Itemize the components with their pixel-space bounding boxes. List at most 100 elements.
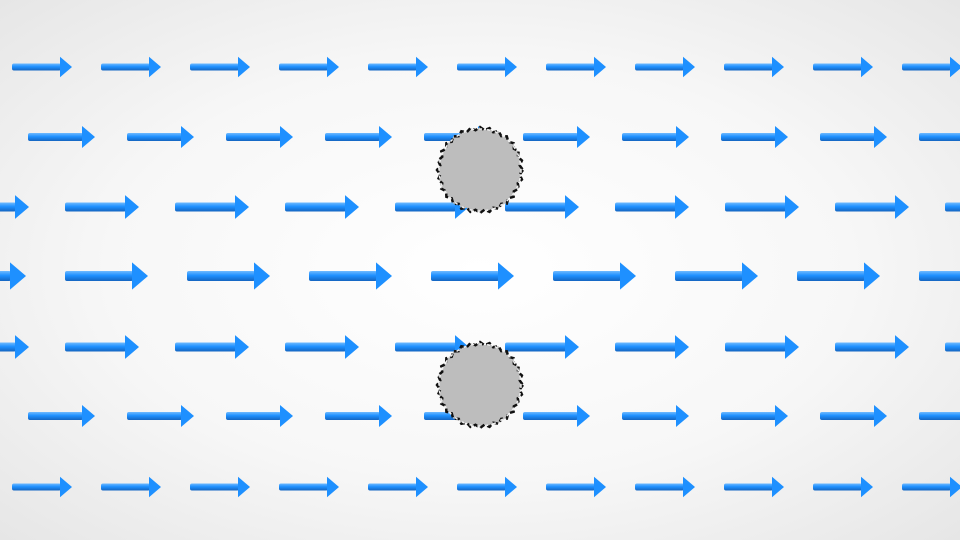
arrow-head bbox=[280, 404, 293, 428]
arrow-right-icon bbox=[797, 262, 880, 290]
arrow-head bbox=[254, 262, 270, 290]
arrow-shaft bbox=[325, 133, 380, 141]
arrow-right-icon bbox=[725, 335, 799, 359]
arrow-right-icon bbox=[622, 125, 689, 149]
arrow-shaft bbox=[635, 483, 684, 491]
arrow-head bbox=[676, 125, 689, 149]
arrow-shaft bbox=[12, 63, 61, 71]
arrow-head bbox=[235, 195, 249, 219]
arrow-shaft bbox=[187, 271, 255, 281]
particles bbox=[435, 125, 525, 430]
arrow-right-icon bbox=[28, 404, 95, 428]
arrow-right-icon bbox=[945, 342, 960, 352]
arrow-shaft bbox=[175, 202, 236, 212]
arrow-shaft bbox=[615, 202, 676, 212]
arrow-right-icon bbox=[368, 56, 428, 78]
arrow-right-icon bbox=[820, 404, 887, 428]
arrow-shaft bbox=[457, 483, 506, 491]
particle-icon bbox=[435, 125, 525, 215]
arrow-shaft bbox=[675, 271, 743, 281]
particle-edge bbox=[438, 128, 522, 212]
arrow-head bbox=[505, 56, 517, 78]
arrow-head bbox=[683, 56, 695, 78]
arrow-head bbox=[895, 195, 909, 219]
arrow-head bbox=[895, 335, 909, 359]
arrow-shaft bbox=[835, 202, 896, 212]
arrow-head bbox=[82, 404, 95, 428]
arrow-right-icon bbox=[725, 195, 799, 219]
arrow-right-icon bbox=[457, 476, 517, 498]
arrow-shaft bbox=[368, 63, 417, 71]
arrow-right-icon bbox=[127, 404, 194, 428]
arrow-right-icon bbox=[309, 262, 392, 290]
arrow-head bbox=[775, 404, 788, 428]
arrow-head bbox=[772, 476, 784, 498]
arrow-right-icon bbox=[279, 476, 339, 498]
arrow-shaft bbox=[431, 271, 499, 281]
arrow-right-icon bbox=[635, 476, 695, 498]
arrow-shaft bbox=[724, 483, 773, 491]
arrow-shaft bbox=[919, 133, 960, 141]
arrow-right-icon bbox=[457, 56, 517, 78]
arrow-right-icon bbox=[546, 56, 606, 78]
arrow-head bbox=[125, 335, 139, 359]
arrow-right-icon bbox=[546, 476, 606, 498]
arrow-shaft bbox=[309, 271, 377, 281]
arrow-right-icon bbox=[65, 335, 139, 359]
arrow-right-icon bbox=[65, 262, 148, 290]
arrow-shaft bbox=[523, 133, 578, 141]
arrow-head bbox=[864, 262, 880, 290]
arrow-head bbox=[950, 476, 960, 498]
arrow-right-icon bbox=[279, 56, 339, 78]
arrow-shaft bbox=[813, 63, 862, 71]
arrow-shaft bbox=[919, 412, 960, 420]
arrow-head bbox=[345, 195, 359, 219]
particle-core bbox=[443, 348, 517, 422]
arrow-head bbox=[772, 56, 784, 78]
arrow-right-icon bbox=[368, 476, 428, 498]
arrow-right-icon bbox=[505, 335, 579, 359]
arrow-head bbox=[60, 476, 72, 498]
arrow-head bbox=[594, 56, 606, 78]
arrow-shaft bbox=[725, 342, 786, 352]
arrow-shaft bbox=[127, 133, 182, 141]
arrow-right-icon bbox=[505, 195, 579, 219]
arrow-head bbox=[498, 262, 514, 290]
arrow-shaft bbox=[395, 342, 456, 352]
arrow-shaft bbox=[101, 483, 150, 491]
arrow-right-icon bbox=[226, 404, 293, 428]
arrow-head bbox=[565, 195, 579, 219]
particle-edge bbox=[438, 343, 522, 427]
arrow-shaft bbox=[820, 133, 875, 141]
arrow-shaft bbox=[279, 483, 328, 491]
arrow-shaft bbox=[28, 133, 83, 141]
arrow-head bbox=[861, 56, 873, 78]
arrow-shaft bbox=[285, 342, 346, 352]
arrow-head bbox=[950, 56, 960, 78]
arrow-right-icon bbox=[919, 271, 960, 281]
arrow-head bbox=[149, 56, 161, 78]
arrow-shaft bbox=[902, 63, 951, 71]
arrow-head bbox=[327, 56, 339, 78]
arrow-right-icon bbox=[190, 56, 250, 78]
arrow-shaft bbox=[226, 412, 281, 420]
arrow-right-icon bbox=[187, 262, 270, 290]
arrow-shaft bbox=[835, 342, 896, 352]
arrow-head bbox=[775, 125, 788, 149]
arrow-shaft bbox=[65, 342, 126, 352]
arrow-shaft bbox=[190, 63, 239, 71]
arrow-shaft bbox=[721, 133, 776, 141]
arrow-head bbox=[577, 125, 590, 149]
arrow-right-icon bbox=[0, 335, 29, 359]
arrow-head bbox=[416, 476, 428, 498]
arrow-head bbox=[785, 195, 799, 219]
arrow-shaft bbox=[724, 63, 773, 71]
arrow-shaft bbox=[65, 202, 126, 212]
arrow-right-icon bbox=[523, 404, 590, 428]
arrow-head bbox=[416, 56, 428, 78]
arrow-shaft bbox=[945, 342, 960, 352]
arrow-right-icon bbox=[835, 195, 909, 219]
arrow-head bbox=[10, 262, 26, 290]
arrow-shaft bbox=[12, 483, 61, 491]
arrow-right-icon bbox=[175, 335, 249, 359]
